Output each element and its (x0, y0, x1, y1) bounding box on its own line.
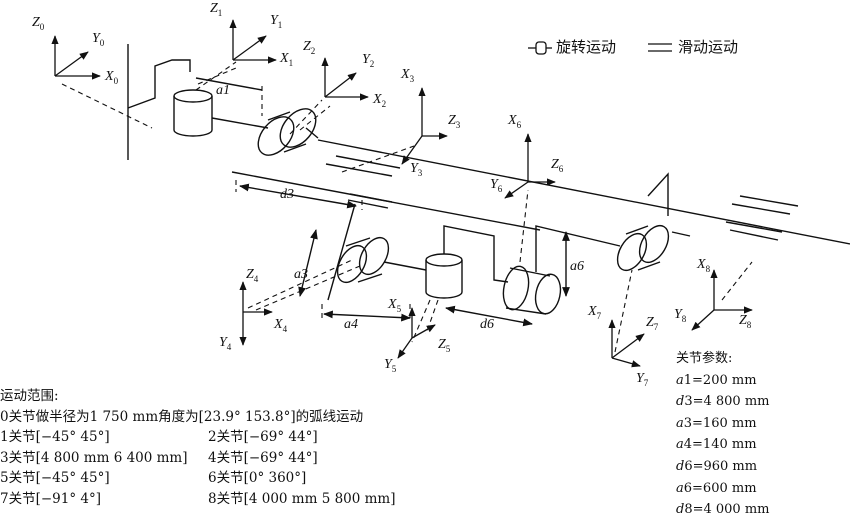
frame-2-y-label: Y2 (362, 52, 374, 69)
parameter-row: d3=4 800 mm (676, 394, 770, 410)
frame-7-x-label: X7 (587, 304, 602, 321)
frame-0 (51, 35, 101, 80)
parameter-row: a4=140 mm (676, 437, 757, 453)
frame-2-x-label: X2 (372, 92, 386, 109)
robot-links (127, 44, 850, 327)
frame-4 (239, 281, 273, 346)
frame-4-z-label: Z4 (246, 267, 259, 284)
dashed-leaders (61, 61, 753, 353)
motion-range-row: 1关节[−45° 45°] 2关节[−69° 44°] (0, 429, 318, 446)
frame-4-y-label: Y4 (219, 335, 232, 352)
frame-1-y-label: Y1 (270, 13, 282, 30)
motion-range-joint0: 0关节做半径为1 750 mm角度为[23.9° 153.8°]的弧线运动 (0, 408, 364, 425)
frame-1-z-label: Z1 (210, 1, 222, 18)
frame-5-x-label: X5 (387, 297, 402, 314)
frame-3 (401, 87, 448, 165)
rotary-joint-symbol-icon (528, 41, 552, 55)
frame-4-x-label: X4 (273, 317, 288, 334)
motion-range-row: 5关节[−45° 45°] 6关节[0° 360°] (0, 470, 307, 487)
frame-2-z-label: Z2 (303, 39, 315, 56)
dim-a6: a6 (570, 259, 584, 274)
dim-d3: d3 (280, 187, 294, 202)
frame-5-z-label: Z5 (438, 337, 451, 354)
frame-6 (504, 133, 556, 199)
motion-range-row: 7关节[−91° 4°] 8关节[4 000 mm 5 800 mm] (0, 490, 396, 507)
frame-2 (321, 57, 369, 101)
parameter-row: d6=960 mm (676, 458, 758, 474)
frame-7-y-label: Y7 (636, 371, 649, 388)
joint-parameters: 关节参数: a1=200 mm d3=4 800 mm a3=160 mm a4… (676, 348, 770, 521)
frame-8-x-label: X8 (696, 257, 711, 274)
legend-rotary-label: 旋转运动 (556, 38, 617, 56)
frame-5-y-label: Y5 (384, 357, 397, 374)
frame-1-x-label: X1 (279, 51, 293, 68)
frame-1 (229, 19, 277, 64)
frame-8-y-label: Y8 (674, 307, 687, 324)
frame-3-z-label: Z3 (448, 113, 461, 130)
frame-6-y-label: Y6 (490, 177, 503, 194)
dim-a1: a1 (216, 83, 230, 98)
frame-0-y-label: Y0 (92, 31, 105, 48)
parameter-row: a1=200 mm (676, 372, 757, 388)
dim-a3: a3 (294, 267, 308, 282)
frame-3-x-label: X3 (400, 67, 415, 84)
frame-5 (397, 307, 436, 359)
frame-0-z-label: Z0 (32, 15, 45, 32)
frame-3-y-label: Y3 (410, 161, 423, 178)
parameters-title: 关节参数: (676, 351, 733, 366)
frame-6-z-label: Z6 (551, 157, 564, 174)
sliding-joint-symbol-icon (648, 43, 672, 52)
frame-8-z-label: Z8 (739, 313, 752, 330)
frame-8 (691, 269, 753, 331)
frame-7-z-label: Z7 (646, 315, 659, 332)
motion-range: 运动范围: 0关节做半径为1 750 mm角度为[23.9° 153.8°]的弧… (0, 386, 396, 510)
parameter-row: a3=160 mm (676, 415, 757, 431)
frame-6-x-label: X6 (507, 113, 522, 130)
dim-a4: a4 (344, 317, 358, 332)
frame-7 (608, 319, 645, 368)
motion-range-row: 3关节[4 800 mm 6 400 mm] 4关节[−69° 44°] (0, 449, 318, 466)
dim-d6: d6 (480, 317, 494, 332)
motion-range-title: 运动范围: (0, 388, 59, 404)
legend-sliding-label: 滑动运动 (678, 38, 739, 56)
parameter-row: a6=600 mm (676, 480, 757, 496)
parameter-row: d8=4 000 mm (676, 502, 770, 518)
frame-0-x-label: X0 (104, 69, 119, 86)
